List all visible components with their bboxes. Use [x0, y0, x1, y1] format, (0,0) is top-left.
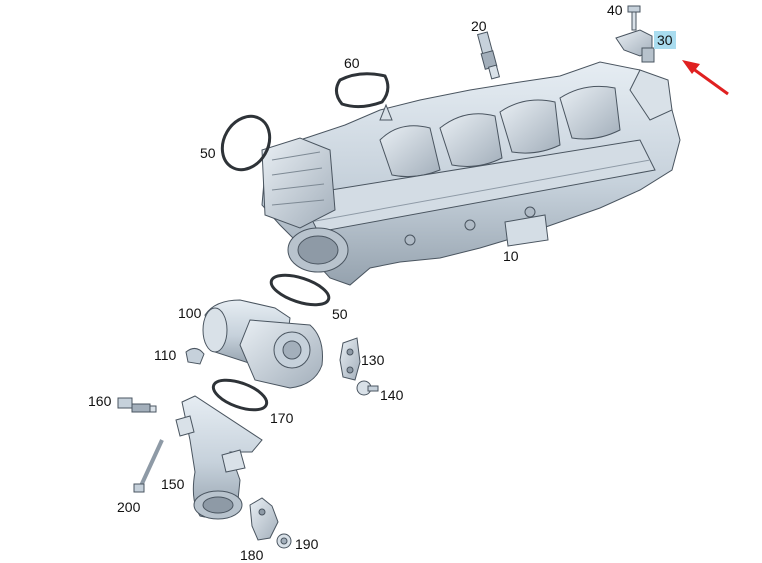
callout-190[interactable]: 190 [295, 536, 319, 552]
gasket-60[interactable] [335, 72, 390, 109]
intake-pipe-150[interactable] [175, 395, 263, 520]
callout-170[interactable]: 170 [270, 410, 294, 426]
clip-110[interactable] [185, 348, 205, 365]
intake-manifold[interactable] [261, 61, 681, 286]
bolt-200[interactable] [133, 439, 164, 493]
sensor-20[interactable] [476, 31, 501, 80]
callout-10[interactable]: 10 [503, 248, 519, 264]
sensor-30[interactable] [615, 29, 655, 63]
gasket-170[interactable] [210, 374, 271, 416]
callout-50-upper[interactable]: 50 [200, 145, 216, 161]
bracket-180[interactable] [249, 497, 279, 541]
callout-40[interactable]: 40 [607, 2, 623, 18]
gasket-50-lower[interactable] [268, 269, 332, 310]
callout-160[interactable]: 160 [88, 393, 112, 409]
bracket-130[interactable] [339, 337, 361, 381]
callout-130[interactable]: 130 [361, 352, 385, 368]
callout-180[interactable]: 180 [240, 547, 264, 563]
callout-60[interactable]: 60 [344, 55, 360, 71]
callout-150[interactable]: 150 [161, 476, 185, 492]
screw-140[interactable] [356, 380, 379, 396]
callout-30[interactable]: 30 [654, 31, 676, 49]
sensor-160[interactable] [117, 397, 157, 413]
bolt-40[interactable] [627, 5, 641, 31]
pointer-arrow [682, 60, 729, 96]
callout-20[interactable]: 20 [471, 18, 487, 34]
nut-190[interactable] [276, 533, 292, 549]
callout-110[interactable]: 110 [154, 347, 177, 363]
callout-140[interactable]: 140 [380, 387, 404, 403]
callout-100[interactable]: 100 [178, 305, 202, 321]
callout-200[interactable]: 200 [117, 499, 141, 515]
gasket-50-upper[interactable] [213, 108, 279, 178]
throttle-valve-100[interactable] [202, 299, 323, 389]
callout-50-lower[interactable]: 50 [332, 306, 348, 322]
